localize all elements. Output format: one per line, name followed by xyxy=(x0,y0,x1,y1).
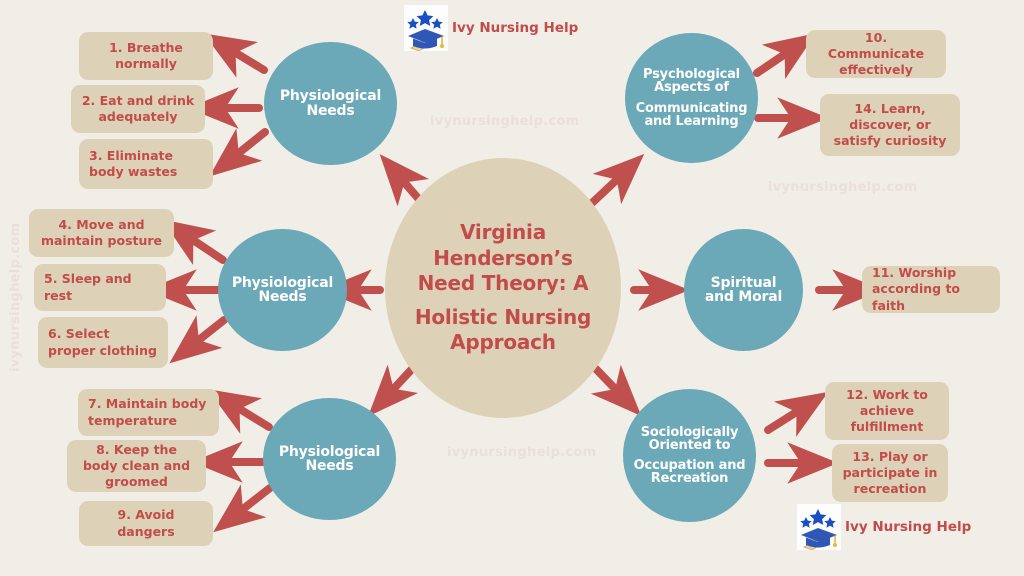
leaf-box-1[interactable]: 1. Breathe normally xyxy=(79,32,213,80)
leaf-box-14[interactable]: 14. Learn, discover, or satisfy curiosit… xyxy=(820,94,960,156)
node-br-line-1: Sociologically xyxy=(640,424,739,440)
node-mr-line-1: Spiritual xyxy=(710,274,777,291)
node-br-line-2: Oriented to xyxy=(648,437,731,453)
node-spiritual-and-moral[interactable]: Spiritual and Moral xyxy=(684,229,803,351)
node-br-line-4: Recreation xyxy=(650,471,729,487)
leaf-box-13[interactable]: 13. Play or participate in recreation xyxy=(832,444,948,502)
node-tl-line-2: Needs xyxy=(306,102,355,119)
leaf-box-8[interactable]: 8. Keep the body clean and groomed xyxy=(67,440,206,492)
leaf-box-12[interactable]: 12. Work to achieve fulfillment xyxy=(825,382,949,440)
leaf-box-3[interactable]: 3. Eliminate body wastes xyxy=(79,139,213,189)
leaf-box-2[interactable]: 2. Eat and drink adequately xyxy=(71,85,205,133)
node-psychological-aspects[interactable]: Psychological Aspects of Communicating a… xyxy=(625,33,758,163)
logo-bottom[interactable]: Ivy Nursing Help xyxy=(797,504,972,551)
graduation-cap-icon xyxy=(404,5,448,52)
leaf-box-6[interactable]: 6. Select proper clothing xyxy=(38,317,168,368)
node-tr-line-4: and Learning xyxy=(644,113,739,129)
watermark-right: ivynursinghelp.com xyxy=(768,180,918,195)
node-bl-line-1: Physiological xyxy=(278,443,381,460)
center-line-2: Need Theory: A xyxy=(417,271,589,296)
logo-label-bottom: Ivy Nursing Help xyxy=(845,519,972,535)
node-tr-line-1: Psychological xyxy=(643,67,740,82)
node-physiological-needs-mid-left[interactable]: Physiological Needs xyxy=(218,229,347,351)
logo-top[interactable]: Ivy Nursing Help xyxy=(404,5,579,52)
node-mr-line-2: and Moral xyxy=(704,289,783,305)
node-tr-line-2: Aspects of xyxy=(654,80,729,96)
center-line-4: Approach xyxy=(450,330,556,355)
node-tr-line-3: Communicating xyxy=(635,100,748,116)
watermark-left-vertical: ivynursinghelp.com xyxy=(8,222,23,372)
leaf-box-4[interactable]: 4. Move and maintain posture xyxy=(29,209,174,257)
leaf-box-11[interactable]: 11. Worship according to faith xyxy=(862,265,1000,313)
center-line-3: Holistic Nursing xyxy=(414,304,592,329)
center-line-1: Virginia Henderson’s xyxy=(433,220,573,270)
node-sociologically-oriented[interactable]: Sociologically Oriented to Occupation an… xyxy=(623,389,756,522)
node-br-line-3: Occupation and xyxy=(633,458,746,473)
watermark-top-center: ivynursinghelp.com xyxy=(430,114,580,129)
graduation-cap-icon xyxy=(797,504,841,551)
leaf-box-10[interactable]: 10. Communicate effectively xyxy=(806,30,946,78)
leaf-box-5[interactable]: 5. Sleep and rest xyxy=(34,264,166,311)
node-tl-line-1: Physiological xyxy=(279,88,382,105)
node-physiological-needs-top-left[interactable]: Physiological Needs xyxy=(264,42,397,165)
node-ml-line-2: Needs xyxy=(258,289,307,305)
node-bl-line-2: Needs xyxy=(305,458,354,474)
watermark-bottom-center: ivynursinghelp.com xyxy=(447,445,597,460)
central-topic-node: Virginia Henderson’s Need Theory: A Holi… xyxy=(385,158,621,418)
leaf-box-7[interactable]: 7. Maintain body temperature xyxy=(78,389,219,436)
leaf-box-9[interactable]: 9. Avoid dangers xyxy=(79,501,213,546)
node-physiological-needs-bottom-left[interactable]: Physiological Needs xyxy=(263,398,396,520)
logo-label-top: Ivy Nursing Help xyxy=(452,20,579,36)
node-ml-line-1: Physiological xyxy=(231,274,334,291)
